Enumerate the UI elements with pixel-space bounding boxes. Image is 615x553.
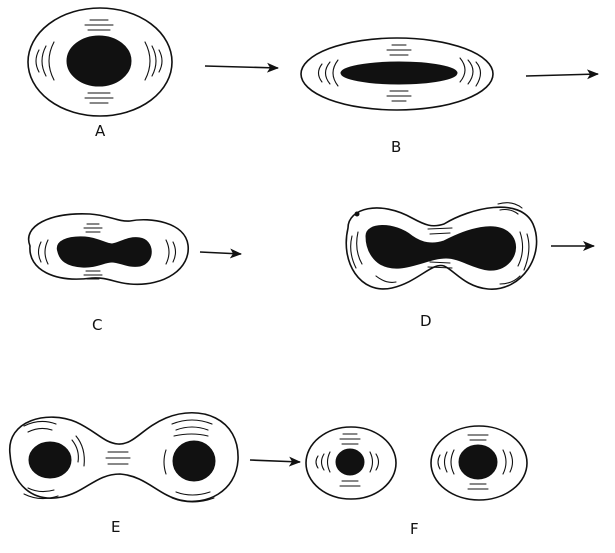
stage-f: F xyxy=(305,425,528,538)
stage-a-label: A xyxy=(95,122,106,140)
stage-d: D xyxy=(345,202,538,330)
stage-e-nucleus-left xyxy=(28,441,72,479)
arrow-e-to-f xyxy=(249,456,301,467)
stage-d-striations xyxy=(350,202,530,285)
stage-a-cell-outline xyxy=(27,7,173,117)
stage-e-striations xyxy=(23,419,215,503)
stage-b-label: B xyxy=(391,138,401,156)
stage-f-daughter-cell-left xyxy=(305,426,397,500)
stage-e: E xyxy=(9,411,239,536)
stage-c: C xyxy=(27,213,189,334)
stage-b-cell-outline xyxy=(300,37,494,111)
stage-a-striations xyxy=(35,19,163,104)
arrow-a-to-b xyxy=(204,62,279,73)
stage-d-label: D xyxy=(420,312,432,330)
stage-a-nucleus xyxy=(66,35,132,87)
stage-a: A xyxy=(27,7,173,140)
arrow-b-to-c xyxy=(525,69,599,80)
stage-c-cell-outline xyxy=(27,213,189,286)
stage-c-striations xyxy=(37,223,177,280)
stage-b: B xyxy=(300,37,494,156)
stage-d-cell-outline xyxy=(345,206,538,290)
stage-e-nucleus-right xyxy=(172,440,216,482)
stage-f-nucleus-left xyxy=(335,448,365,476)
stage-e-cell-outline xyxy=(9,411,239,503)
stage-f-nucleus-right xyxy=(458,444,498,480)
stage-d-nucleus xyxy=(365,225,517,271)
stage-b-striations xyxy=(317,44,482,102)
stage-f-label: F xyxy=(410,520,419,538)
arrow-c-to-d xyxy=(199,248,242,259)
stage-c-nucleus xyxy=(56,236,152,268)
stage-b-nucleus xyxy=(340,61,458,85)
stage-f-daughter-cell-right xyxy=(430,425,528,501)
stage-c-label: C xyxy=(92,316,102,334)
stage-e-label: E xyxy=(111,518,120,536)
